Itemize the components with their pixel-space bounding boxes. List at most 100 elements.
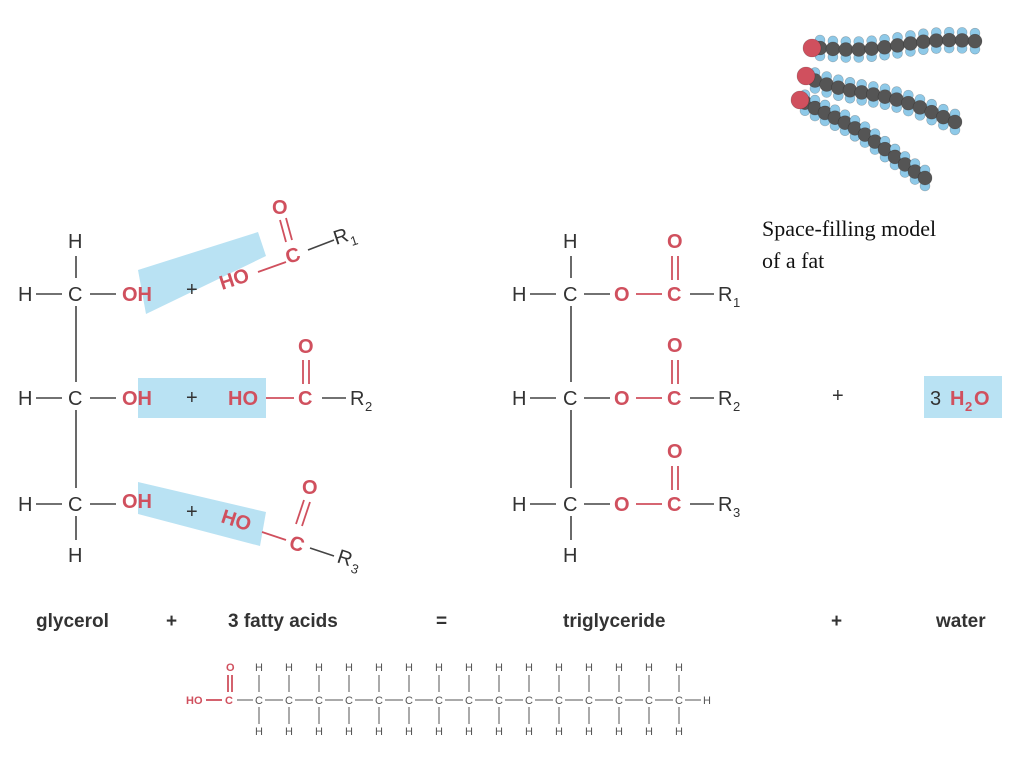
chain-carbon: C [345, 695, 353, 707]
model-carbon [916, 34, 931, 50]
glycerol-h-top: H [68, 231, 82, 253]
model-carbon [947, 114, 963, 130]
chain-carbon: C [495, 695, 503, 707]
chain-carbon: C [555, 695, 563, 707]
chain-hydrogen-bottom: H [645, 726, 653, 738]
chain-hydrogen-bottom: H [585, 726, 593, 738]
tri-o-2: O [614, 388, 630, 410]
tri-r-2: R [718, 388, 732, 410]
tri-r-1-sub: 1 [733, 295, 740, 310]
fatty-acid-1: HO C O R 1 [217, 197, 360, 295]
plus-sign-top: + [186, 279, 198, 301]
model-carbon [825, 41, 841, 57]
water-highlight-box [924, 376, 1002, 418]
tri-c-2: C [563, 388, 577, 410]
fatty-acid-1-o: O [272, 197, 288, 219]
chain-carbon: C [375, 695, 383, 707]
water-o: O [974, 388, 990, 410]
triglyceride-structure: H H C O C O R 1 H C O C O R 2 H C [512, 231, 740, 567]
tri-carbonyl-o-2: O [667, 335, 683, 357]
chain-hydrogen-top: H [555, 662, 563, 674]
fatty-acid-3-o: O [302, 477, 318, 499]
chain-hydrogen-terminal: H [703, 695, 711, 707]
chain-carbonyl-c: C [225, 695, 233, 707]
chain-carbon: C [285, 695, 293, 707]
model-carbon [967, 33, 983, 49]
model-carbon [864, 41, 879, 57]
chain-hydrogen-top: H [285, 662, 293, 674]
chain-carbon: C [255, 695, 263, 707]
chain-hydrogen-bottom: H [555, 726, 563, 738]
chain-hydrogen-top: H [315, 662, 323, 674]
glycerol-oh-1: OH [122, 284, 152, 306]
tri-r-3-sub: 3 [733, 505, 740, 520]
chain-hydrogen-top: H [525, 662, 533, 674]
chain-carbonyl-o: O [226, 662, 235, 674]
tri-carbonyl-c-1: C [667, 284, 681, 306]
chain-carbon: C [525, 695, 533, 707]
label-equals: = [436, 611, 447, 632]
tri-r-1: R [718, 284, 732, 306]
chain-hydrogen-top: H [375, 662, 383, 674]
chain-hydrogen-top: H [585, 662, 593, 674]
chain-carbon: C [465, 695, 473, 707]
fatty-acid-1-c: C [283, 243, 304, 268]
highlight-box-bottom [138, 482, 266, 546]
glycerol-c-1: C [68, 284, 82, 306]
model-carbon [928, 33, 944, 48]
chain-carbon: C [315, 695, 323, 707]
glycerol-c-2: C [68, 388, 82, 410]
chain-hydrogen-top: H [495, 662, 503, 674]
model-oxygen [802, 38, 822, 58]
chain-hydrogen-top: H [615, 662, 623, 674]
model-carbon [903, 36, 918, 51]
water-h: H [950, 388, 964, 410]
space-filling-model-image [790, 26, 983, 192]
model-carbon [838, 42, 854, 57]
glycerol-oh-2: OH [122, 388, 152, 410]
chain-carbon: C [675, 695, 683, 707]
fatty-acid-3: HO C O R 3 [218, 477, 360, 577]
caption-line-1: Space-filling model [762, 216, 936, 241]
chain-hydrogen-top: H [465, 662, 473, 674]
model-carbon [851, 42, 867, 57]
chain-carbon: C [435, 695, 443, 707]
tri-carbonyl-c-3: C [667, 494, 681, 516]
model-oxygen [790, 90, 810, 110]
glycerol-c-3: C [68, 494, 82, 516]
tri-c-3: C [563, 494, 577, 516]
chain-hydrogen-top: H [675, 662, 683, 674]
fatty-acid-3-r-sub: 3 [349, 561, 361, 578]
tri-carbonyl-o-3: O [667, 441, 683, 463]
chain-hydrogen-bottom: H [495, 726, 503, 738]
water-coefficient: 3 [930, 388, 941, 410]
label-plus-2: + [831, 611, 842, 632]
fatty-acid-2-o: O [298, 336, 314, 358]
chain-hydrogen-bottom: H [285, 726, 293, 738]
tri-h-left-1: H [512, 284, 526, 306]
chain-hydrogen-bottom: H [435, 726, 443, 738]
chain-hydrogen-top: H [435, 662, 443, 674]
fatty-acid-2: HO C O R 2 [228, 336, 372, 414]
model-carbon [877, 39, 892, 55]
fatty-acid-chain: HO C O CHHCHHCHHCHHCHHCHHCHHCHHCHHCHHCHH… [186, 662, 711, 738]
tri-r-2-sub: 2 [733, 399, 740, 414]
tri-c-1: C [563, 284, 577, 306]
tri-carbonyl-c-2: C [667, 388, 681, 410]
chain-hydrogen-bottom: H [345, 726, 353, 738]
chain-hydrogen-top: H [255, 662, 263, 674]
fatty-acid-3-c: C [286, 532, 307, 557]
chain-carbon: C [645, 695, 653, 707]
model-carbon [890, 38, 905, 53]
chain-hydrogen-top: H [645, 662, 653, 674]
chain-hydrogen-bottom: H [375, 726, 383, 738]
fatty-acid-1-r-sub: 1 [348, 232, 360, 249]
chain-hydrogen-bottom: H [315, 726, 323, 738]
fatty-acid-2-ho: HO [228, 388, 258, 410]
tri-o-3: O [614, 494, 630, 516]
tri-o-1: O [614, 284, 630, 306]
chain-carbon: C [585, 695, 593, 707]
model-carbon [917, 170, 933, 186]
label-plus-1: + [166, 611, 177, 632]
